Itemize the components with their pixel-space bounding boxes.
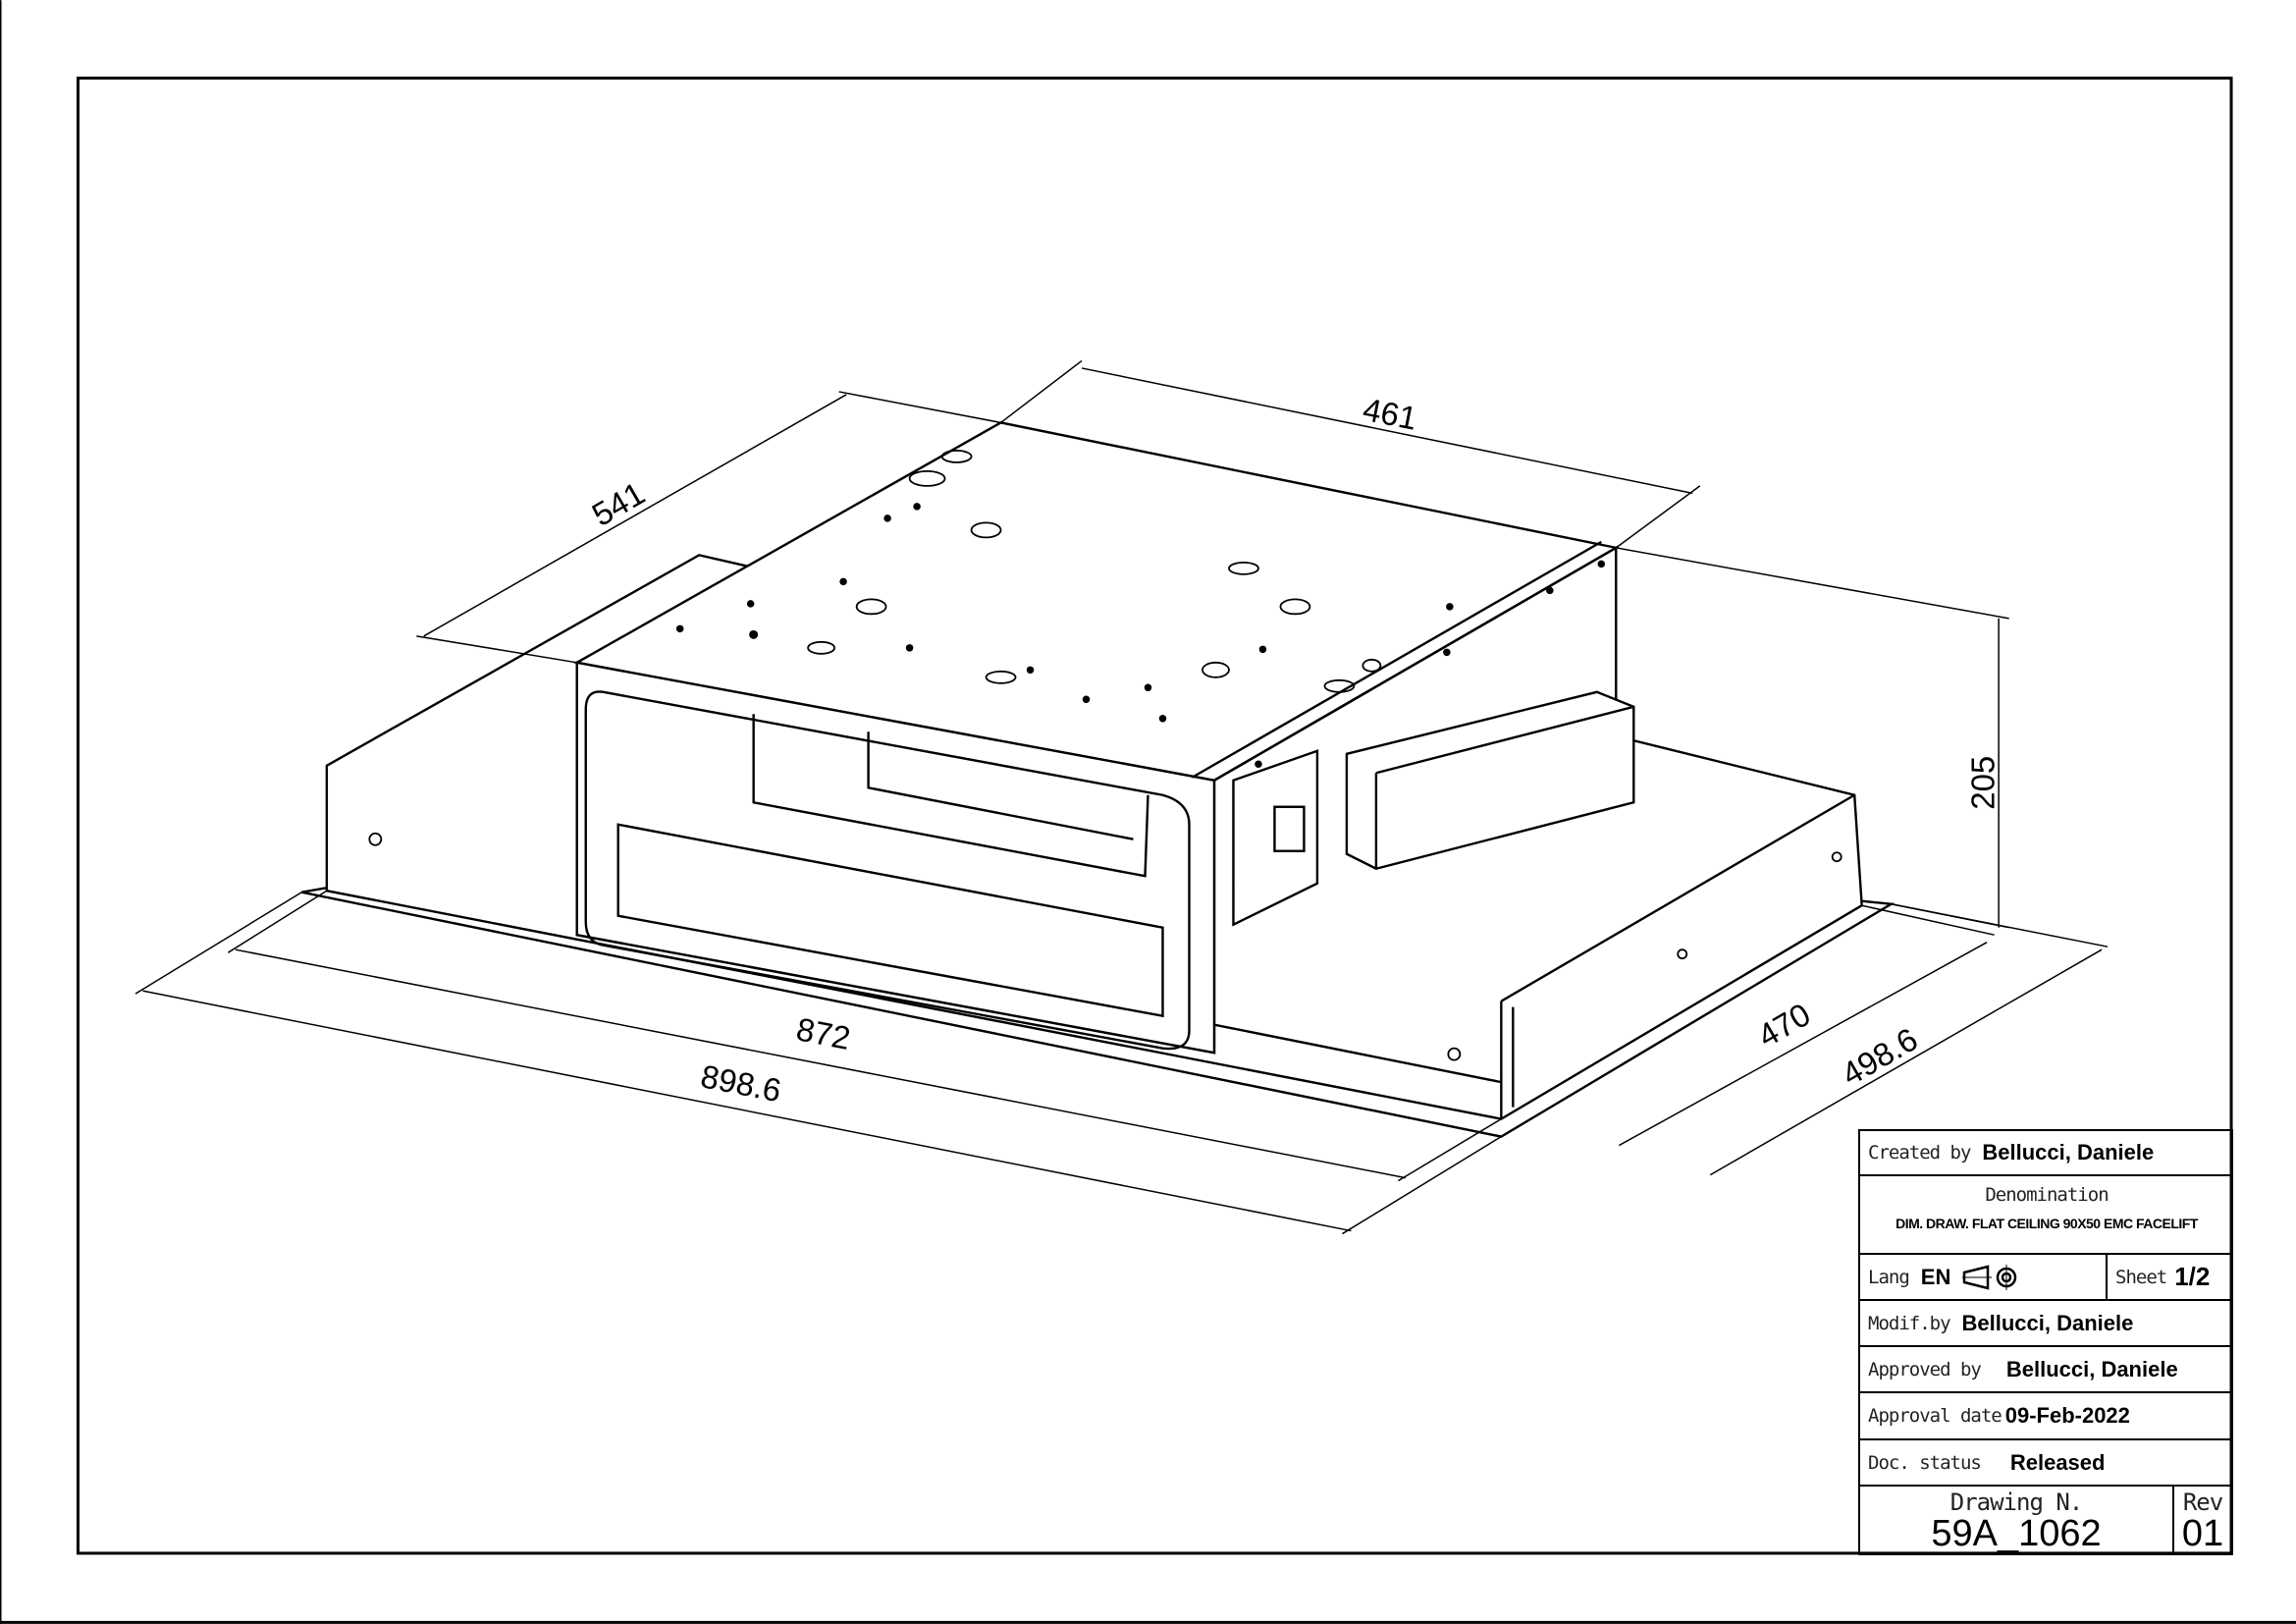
approved-by-row: Approved by Bellucci, Daniele	[1860, 1347, 2233, 1393]
approved-by-value: Bellucci, Daniele	[2005, 1356, 2178, 1381]
denomination-value: DIM. DRAW. FLAT CEILING 90X50 EMC FACELI…	[1896, 1216, 2198, 1231]
drawing-n-value: 59A_1062	[1931, 1513, 2102, 1554]
approval-date-label: Approval date	[1868, 1405, 2002, 1427]
drawing-n-label: Drawing N.	[1949, 1489, 2084, 1516]
dim-898-6: 898.6	[698, 1057, 784, 1109]
created-by-label: Created by	[1868, 1142, 1971, 1164]
rev-label: Rev	[2182, 1489, 2223, 1516]
dim-872: 872	[793, 1010, 853, 1056]
drawing-number-row: Drawing N. 59A_1062 Rev 01	[1860, 1487, 2233, 1555]
approved-by-label: Approved by	[1868, 1358, 1982, 1380]
modif-by-value: Bellucci, Daniele	[1961, 1310, 2134, 1335]
title-block-right-border	[2230, 1129, 2233, 1553]
dim-470: 470	[1751, 996, 1816, 1055]
lang-label: Lang	[1868, 1266, 1910, 1288]
sheet-value: 1/2	[2174, 1262, 2211, 1291]
doc-status-row: Doc. status Released	[1860, 1440, 2233, 1487]
denomination-row: Denomination DIM. DRAW. FLAT CEILING 90X…	[1860, 1176, 2233, 1255]
denomination-label: Denomination	[1985, 1184, 2109, 1206]
created-by-row: Created by Bellucci, Daniele	[1860, 1131, 2233, 1176]
dim-205: 205	[1965, 756, 2002, 810]
title-block: Created by Bellucci, Daniele Denomination…	[1858, 1129, 2233, 1555]
sheet-label: Sheet	[2115, 1266, 2167, 1288]
dim-541: 541	[586, 474, 651, 533]
lang-sheet-row: Lang EN Sheet 1/2	[1860, 1255, 2233, 1301]
approval-date-value: 09-Feb-2022	[2004, 1403, 2130, 1428]
rev-value: 01	[2181, 1513, 2224, 1554]
modif-by-label: Modif.by	[1868, 1312, 1951, 1334]
modif-by-row: Modif.by Bellucci, Daniele	[1860, 1301, 2233, 1347]
dim-498-6: 498.6	[1836, 1020, 1924, 1092]
hood-isometric	[301, 421, 1896, 1138]
sheet-border	[76, 77, 2233, 1555]
created-by-value: Bellucci, Daniele	[1982, 1140, 2155, 1164]
lang-value: EN	[1920, 1264, 1951, 1289]
doc-status-value: Released	[2009, 1449, 2106, 1475]
dim-461: 461	[1361, 391, 1420, 437]
doc-status-label: Doc. status	[1868, 1451, 1982, 1474]
dimension-lines	[134, 359, 2109, 1235]
projection-symbol-icon	[1962, 1264, 2017, 1290]
